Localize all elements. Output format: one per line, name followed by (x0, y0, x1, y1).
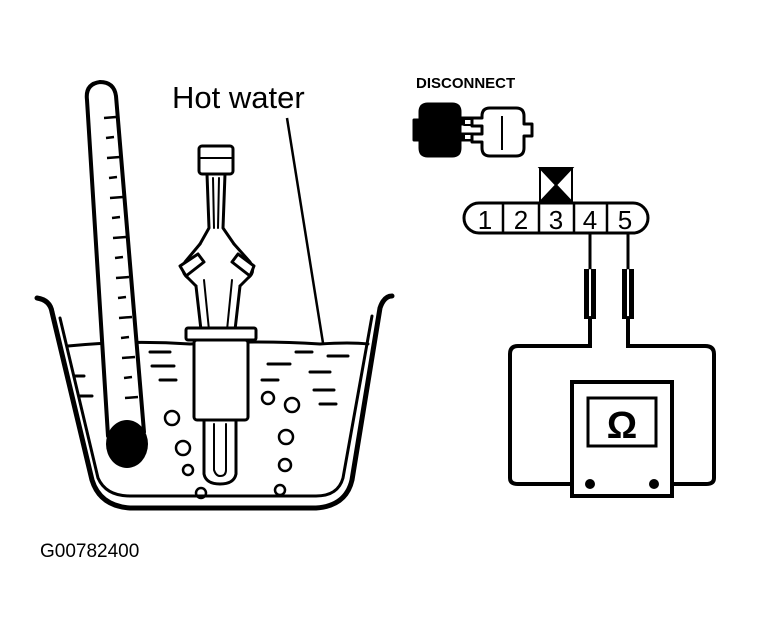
temperature-sensor-icon (178, 144, 258, 486)
pin-1: 1 (478, 205, 492, 235)
ohmmeter-icon (570, 380, 674, 498)
water-container (34, 293, 395, 511)
pin-2: 2 (514, 205, 528, 235)
pin-3: 3 (549, 205, 563, 235)
ohm-symbol: Ω (607, 405, 637, 447)
figure-id: G00782400 (40, 541, 139, 562)
connector-terminal-strip: 1 2 3 4 5 (462, 201, 650, 235)
probe-leads (508, 232, 716, 486)
hot-water-label: Hot water (172, 80, 305, 115)
thermometer-icon (84, 80, 148, 468)
pin-5: 5 (618, 205, 632, 235)
disconnected-connector-icon (412, 102, 534, 158)
pin-4: 4 (583, 205, 597, 235)
hot-water-leader (285, 117, 325, 344)
disconnect-label: DISCONNECT (416, 75, 515, 92)
bubbles (163, 390, 301, 500)
hourglass-marker-icon (537, 167, 575, 203)
